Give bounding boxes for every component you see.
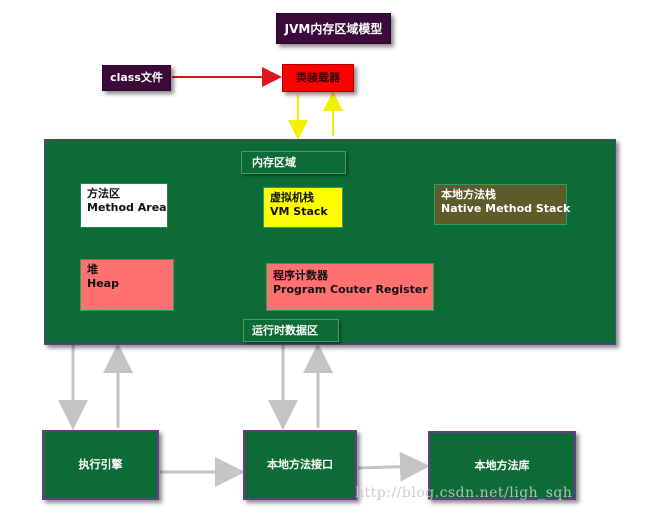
class-file-label: class文件	[110, 71, 163, 84]
native-library-label: 本地方法库	[474, 458, 530, 472]
watermark-text: http://blog.csdn.net/ligh_sqh	[355, 485, 573, 501]
execution-engine-label: 执行引擎	[78, 458, 123, 471]
heap-en: Heap	[87, 277, 119, 290]
memory-region-label-box: 内存区域	[241, 151, 346, 174]
memory-region-label: 内存区域	[252, 156, 296, 169]
native-method-stack-box: 本地方法栈 Native Method Stack	[434, 184, 571, 225]
diagram-title: JVM内存区域模型	[276, 13, 391, 44]
native-method-stack-en: Native Method Stack	[441, 202, 571, 215]
heap-zh: 堆	[87, 263, 98, 276]
class-loader-label: 类装载器	[296, 71, 340, 84]
diagram-title-text: JVM内存区域模型	[284, 21, 383, 36]
program-counter-en: Program Couter Register	[273, 283, 428, 296]
method-area-box: 方法区 Method Area	[80, 183, 168, 228]
heap-box: 堆 Heap	[80, 259, 174, 311]
native-interface-box: 本地方法接口	[243, 430, 357, 500]
program-counter-zh: 程序计数器	[273, 269, 328, 282]
runtime-data-label-box: 运行时数据区	[243, 319, 339, 342]
native-method-stack-zh: 本地方法栈	[441, 188, 496, 201]
vm-stack-zh: 虚拟机栈	[270, 191, 314, 204]
runtime-data-label: 运行时数据区	[252, 324, 318, 337]
execution-engine-box: 执行引擎	[42, 430, 159, 500]
class-loader-box: 类装载器	[282, 64, 354, 92]
method-area-en: Method Area	[87, 201, 167, 214]
program-counter-box: 程序计数器 Program Couter Register	[266, 263, 434, 311]
vm-stack-box: 虚拟机栈 VM Stack	[263, 187, 343, 228]
vm-stack-en: VM Stack	[270, 205, 328, 218]
class-file-box: class文件	[102, 65, 171, 91]
method-area-zh: 方法区	[87, 187, 120, 200]
native-library-box: 本地方法库	[428, 431, 576, 500]
arrow-interface-to-library	[357, 451, 430, 482]
native-interface-label: 本地方法接口	[267, 458, 333, 471]
